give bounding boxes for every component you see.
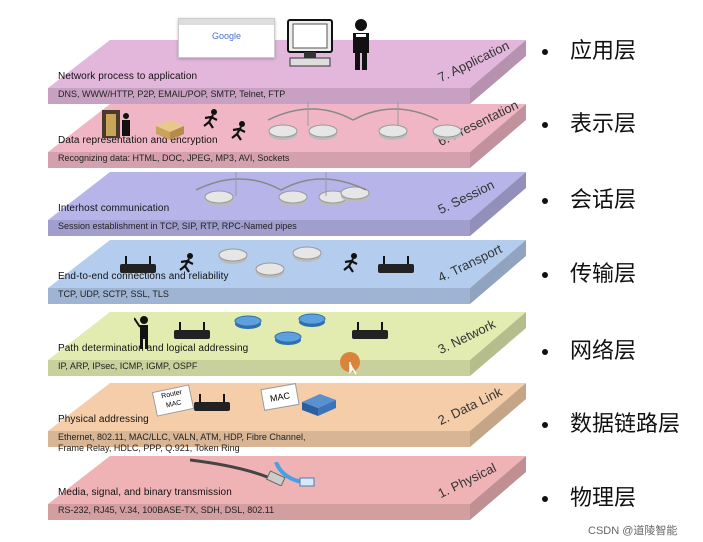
layer-5-cn-label: 会话层 xyxy=(570,188,637,213)
router-icon xyxy=(292,246,322,267)
person-icon xyxy=(350,18,372,77)
layer-6-front-face xyxy=(48,152,470,168)
bullet-icon xyxy=(542,272,548,278)
layer-4-front-face xyxy=(48,288,470,304)
layer-5-front-face xyxy=(48,220,470,236)
blue-router-icon xyxy=(298,312,326,333)
router-icon xyxy=(204,190,234,211)
layer-5-protocols: Session establishment in TCP, SIP, RTP, … xyxy=(58,221,297,231)
bridge-icon xyxy=(195,170,367,205)
blue-router-icon xyxy=(274,330,302,351)
cn-label-row: 会话层 xyxy=(542,182,636,214)
layer-3-front-face xyxy=(48,360,470,376)
cn-label-row: 表示层 xyxy=(542,106,636,138)
layer-2-protocols: Ethernet, 802.11, MAC/LLC, VALN, ATM, HD… xyxy=(58,432,306,442)
cn-label-row: 传输层 xyxy=(542,256,636,288)
bullet-icon xyxy=(542,198,548,204)
layer-7-side-face xyxy=(470,40,526,104)
wireless-router-icon xyxy=(172,322,212,345)
router-icon xyxy=(378,124,408,145)
running-person-icon xyxy=(228,120,250,147)
layer-1-description: Media, signal, and binary transmission xyxy=(58,487,232,498)
router-icon xyxy=(218,248,248,269)
router-icon xyxy=(432,124,462,145)
wireless-router-icon xyxy=(118,256,158,279)
layer-6-protocols: Recognizing data: HTML, DOC, JPEG, MP3, … xyxy=(58,153,290,163)
layer-7-top-face xyxy=(48,40,526,88)
layer-2-side-face xyxy=(470,383,526,447)
router-icon xyxy=(255,262,285,283)
bullet-icon xyxy=(542,49,548,55)
layer-4-top-face xyxy=(48,240,526,288)
layer-4-protocols: TCP, UDP, SCTP, SSL, TLS xyxy=(58,289,169,299)
blue-cable-icon xyxy=(272,461,332,495)
layer-2-description: Physical addressing xyxy=(58,414,149,425)
layer-2-protocols: Frame Relay, HDLC, PPP, Q.921, Token Rin… xyxy=(58,443,240,453)
cn-label-row: 物理层 xyxy=(542,480,636,512)
router-icon xyxy=(340,186,370,207)
router-mac-tag-icon: Router MAC xyxy=(151,384,195,417)
mac-tag-label: MAC xyxy=(260,383,300,411)
browser-window-icon: Google xyxy=(178,18,275,58)
cn-label-row: 数据链路层 xyxy=(542,406,680,438)
bullet-icon xyxy=(542,422,548,428)
layer-1-front-face xyxy=(48,504,470,520)
layer-2-cn-label: 数据链路层 xyxy=(570,412,681,437)
layer-3-side-face xyxy=(470,312,526,376)
bullet-icon xyxy=(542,122,548,128)
running-person-icon xyxy=(176,252,198,279)
cn-label-row: 网络层 xyxy=(542,333,636,365)
layer-4-cn-label: 传输层 xyxy=(570,262,637,287)
computer-icon xyxy=(286,18,334,75)
bullet-icon xyxy=(542,349,548,355)
layer-6-side-face xyxy=(470,104,526,168)
running-person-icon xyxy=(200,108,222,135)
blue-router-icon xyxy=(234,314,262,335)
router-icon xyxy=(268,124,298,145)
wireless-router-icon xyxy=(350,322,390,345)
layer-7-front-face xyxy=(48,88,470,104)
cursor-icon xyxy=(338,350,364,381)
layer-3-cn-label: 网络层 xyxy=(570,339,637,364)
cn-label-row: 应用层 xyxy=(542,33,636,65)
layer-4-description: End-to-end connections and reliability xyxy=(58,271,229,282)
layer-7-description: Network process to application xyxy=(58,71,198,82)
running-person-icon xyxy=(340,252,362,279)
watermark: CSDN @道陵智能 xyxy=(588,525,678,537)
layer-3-protocols: IP, ARP, IPsec, ICMP, IGMP, OSPF xyxy=(58,361,198,371)
layer-4-side-face xyxy=(470,240,526,304)
bullet-icon xyxy=(542,496,548,502)
layer-1-cn-label: 物理层 xyxy=(570,486,637,511)
router-icon xyxy=(278,190,308,211)
layer-3: Path determination and logical addressin… xyxy=(0,312,540,392)
ethernet-cable-icon xyxy=(189,456,310,491)
layer-2-front-face xyxy=(48,431,470,447)
layer-7-protocols: DNS, WWW/HTTP, P2P, EMAIL/POP, SMTP, Tel… xyxy=(58,89,286,99)
person-waving-icon xyxy=(133,314,154,355)
layer-6-cn-label: 表示层 xyxy=(570,112,637,137)
layer-6-description: Data representation and encryption xyxy=(58,135,218,146)
switch-icon xyxy=(300,392,338,423)
layer-1-top-face xyxy=(48,456,526,504)
layer-7-cn-label: 应用层 xyxy=(570,39,637,64)
mac-tag-icon: MAC xyxy=(260,383,300,411)
layer-5-description: Interhost communication xyxy=(58,203,170,214)
wireless-router-icon xyxy=(192,394,232,417)
layer-1-side-face xyxy=(470,456,526,520)
bridge-icon xyxy=(267,100,439,135)
router-icon xyxy=(308,124,338,145)
layer-3-description: Path determination and logical addressin… xyxy=(58,343,249,354)
doorway-icon xyxy=(100,108,134,147)
package-icon xyxy=(154,118,186,145)
layer-5-side-face xyxy=(470,172,526,236)
layer-1-protocols: RS-232, RJ45, V.34, 100BASE-TX, SDH, DSL… xyxy=(58,505,275,515)
wireless-router-icon xyxy=(376,256,416,279)
router-mac-tag-label: Router MAC xyxy=(151,384,195,417)
